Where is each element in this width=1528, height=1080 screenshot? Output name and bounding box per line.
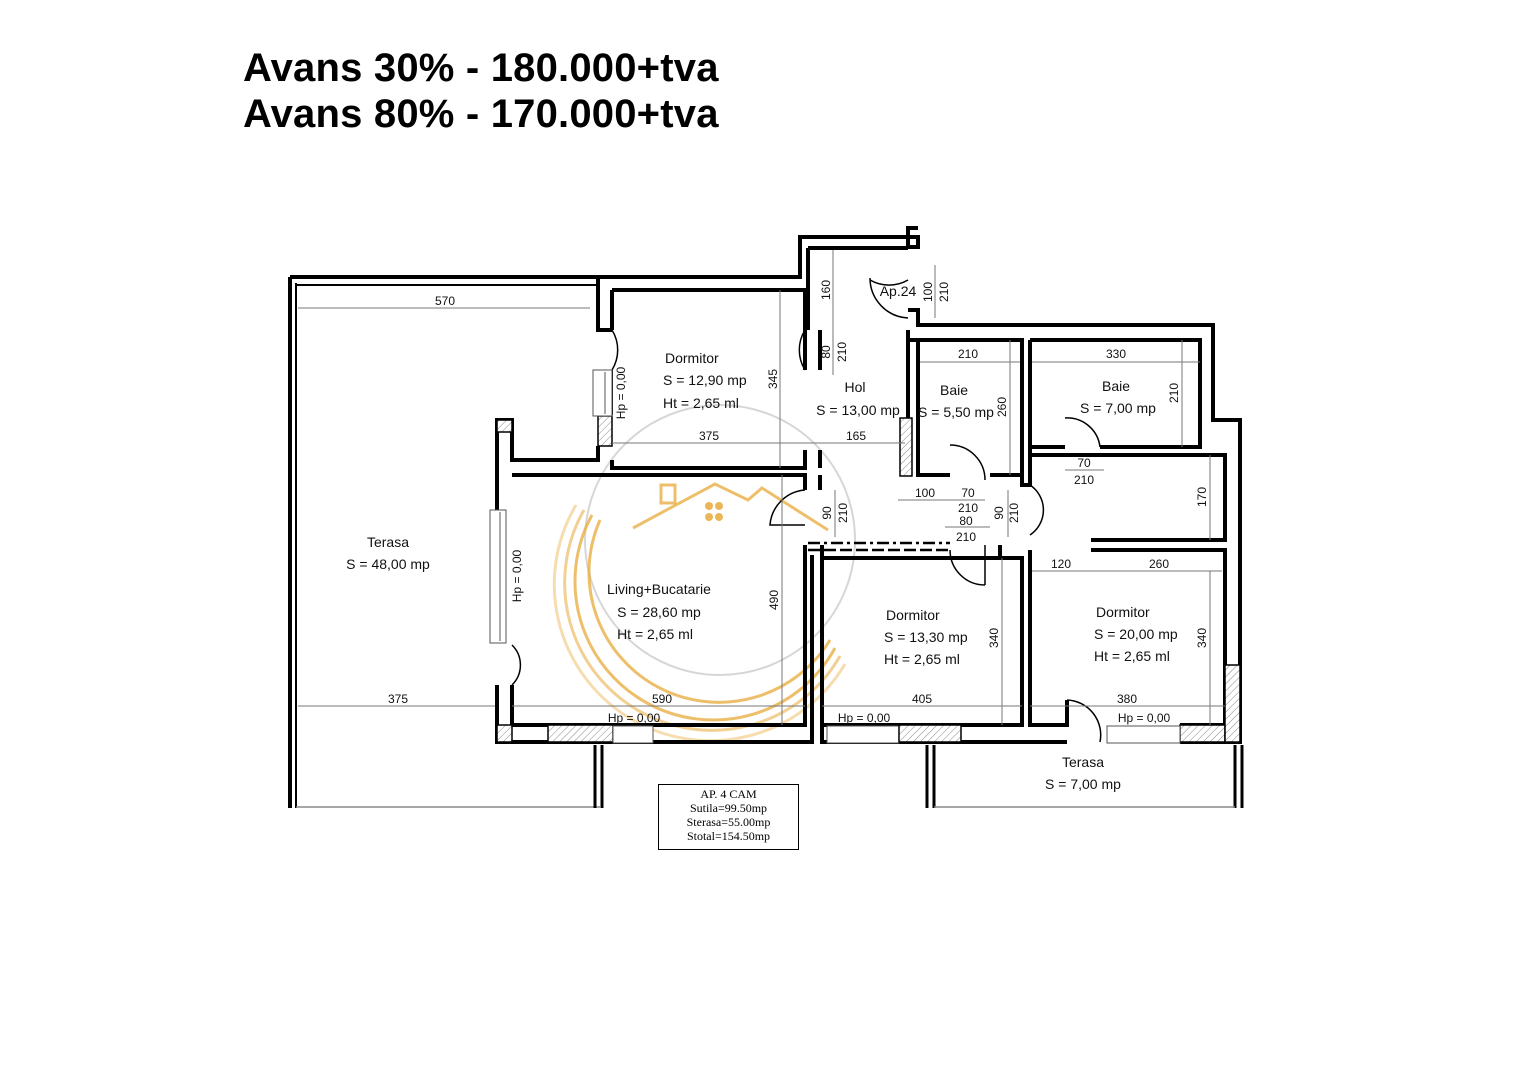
room-area-baie2: S = 7,00 mp <box>1080 400 1156 416</box>
terrace-large-outline <box>288 275 604 808</box>
door-living-terrace <box>511 644 522 686</box>
svg-text:345: 345 <box>766 369 780 389</box>
room-area-baie1: S = 5,50 mp <box>918 404 994 420</box>
door-baie2 <box>1064 417 1101 448</box>
svg-text:210: 210 <box>1074 473 1094 487</box>
svg-text:160: 160 <box>819 280 833 300</box>
svg-text:Hp = 0,00: Hp = 0,00 <box>838 711 891 725</box>
room-area-dormitor1: S = 12,90 mp <box>663 372 747 388</box>
window-dormitor1 <box>592 369 613 417</box>
svg-text:165: 165 <box>846 429 866 443</box>
svg-text:Hp = 0,00: Hp = 0,00 <box>510 549 524 602</box>
svg-text:90: 90 <box>992 506 1006 520</box>
room-name-dormitor1: Dormitor <box>665 350 719 366</box>
svg-text:210: 210 <box>937 282 951 302</box>
room-labels: Terasa S = 48,00 mp Dormitor S = 12,90 m… <box>346 283 1178 792</box>
room-height-dormitor2: Ht = 2,65 ml <box>884 651 960 667</box>
svg-text:Hp = 0,00: Hp = 0,00 <box>614 366 628 419</box>
svg-text:100: 100 <box>915 486 935 500</box>
room-name-dormitor2: Dormitor <box>886 607 940 623</box>
price-advance-80: Avans 80% - 170.000+tva <box>243 92 719 136</box>
svg-text:570: 570 <box>435 294 455 308</box>
svg-text:70: 70 <box>961 486 975 500</box>
svg-text:260: 260 <box>995 397 1009 417</box>
door-entrance <box>869 279 909 286</box>
door-dormitor1 <box>798 329 806 371</box>
svg-text:380: 380 <box>1117 692 1137 706</box>
summary-total-area: Stotal=154.50mp <box>686 829 771 843</box>
svg-text:210: 210 <box>1007 503 1021 523</box>
room-area-living: S = 28,60 mp <box>617 604 701 620</box>
svg-text:490: 490 <box>767 590 781 610</box>
svg-text:590: 590 <box>652 692 672 706</box>
svg-text:210: 210 <box>1167 383 1181 403</box>
room-name-terasa-small: Terasa <box>1062 754 1104 770</box>
door-dormitor3 <box>1029 484 1045 536</box>
svg-text:340: 340 <box>1195 628 1209 648</box>
svg-text:375: 375 <box>388 692 408 706</box>
door-small-terrace <box>1066 699 1102 743</box>
window-height-labels: Hp = 0,00 Hp = 0,00 Hp = 0,00 Hp = 0,00 … <box>510 366 1171 725</box>
svg-text:340: 340 <box>987 628 1001 648</box>
room-name-dormitor3: Dormitor <box>1096 604 1150 620</box>
svg-text:375: 375 <box>699 429 719 443</box>
door-baie1 <box>949 444 986 481</box>
svg-text:330: 330 <box>1106 347 1126 361</box>
room-area-dormitor2: S = 13,30 mp <box>884 629 968 645</box>
door-living <box>769 489 806 526</box>
svg-text:Hp = 0,00: Hp = 0,00 <box>1118 711 1171 725</box>
room-height-dormitor1: Ht = 2,65 ml <box>663 395 739 411</box>
svg-text:70: 70 <box>1077 456 1091 470</box>
summary-useful-area: Sutila=99.50mp <box>689 801 768 815</box>
dimension-lines <box>298 250 1225 725</box>
svg-text:120: 120 <box>1051 557 1071 571</box>
room-area-terasa-large: S = 48,00 mp <box>346 556 430 572</box>
svg-text:80: 80 <box>819 345 833 359</box>
door-dormitor1-terrace <box>611 329 619 371</box>
svg-text:90: 90 <box>820 506 834 520</box>
svg-text:405: 405 <box>912 692 932 706</box>
entrance-label: Ap.24 <box>880 283 917 299</box>
price-advance-30: Avans 30% - 180.000+tva <box>243 46 719 90</box>
svg-text:210: 210 <box>958 347 978 361</box>
svg-text:210: 210 <box>958 501 978 515</box>
summary-terrace-area: Sterasa=55.00mp <box>686 815 771 829</box>
svg-text:170: 170 <box>1195 487 1209 507</box>
svg-text:260: 260 <box>1149 557 1169 571</box>
room-area-hol: S = 13,00 mp <box>816 402 900 418</box>
door-dormitor2 <box>949 549 986 586</box>
room-name-living: Living+Bucatarie <box>607 581 711 597</box>
room-height-living: Ht = 2,65 ml <box>617 626 693 642</box>
room-height-dormitor3: Ht = 2,65 ml <box>1094 648 1170 664</box>
summary-title: AP. 4 CAM <box>700 787 757 801</box>
svg-text:80: 80 <box>959 514 973 528</box>
apartment-summary-box: AP. 4 CAM Sutila=99.50mp Sterasa=55.00mp… <box>658 784 799 850</box>
room-name-baie2: Baie <box>1102 378 1130 394</box>
dimension-labels: 570 375 375 345 165 160 80 210 100 210 2… <box>388 280 1209 706</box>
apartment-walls <box>489 226 1242 744</box>
room-name-baie1: Baie <box>940 382 968 398</box>
svg-text:100: 100 <box>921 282 935 302</box>
room-name-hol: Hol <box>844 379 865 395</box>
terrace-small-outline <box>925 745 1244 808</box>
svg-text:210: 210 <box>956 530 976 544</box>
svg-text:Hp = 0,00: Hp = 0,00 <box>608 711 661 725</box>
room-area-dormitor3: S = 20,00 mp <box>1094 626 1178 642</box>
svg-text:210: 210 <box>835 342 849 362</box>
room-area-terasa-small: S = 7,00 mp <box>1045 776 1121 792</box>
watermark-logo <box>552 404 856 743</box>
room-name-terasa-large: Terasa <box>367 534 409 550</box>
svg-text:210: 210 <box>836 503 850 523</box>
doors <box>511 277 1102 743</box>
